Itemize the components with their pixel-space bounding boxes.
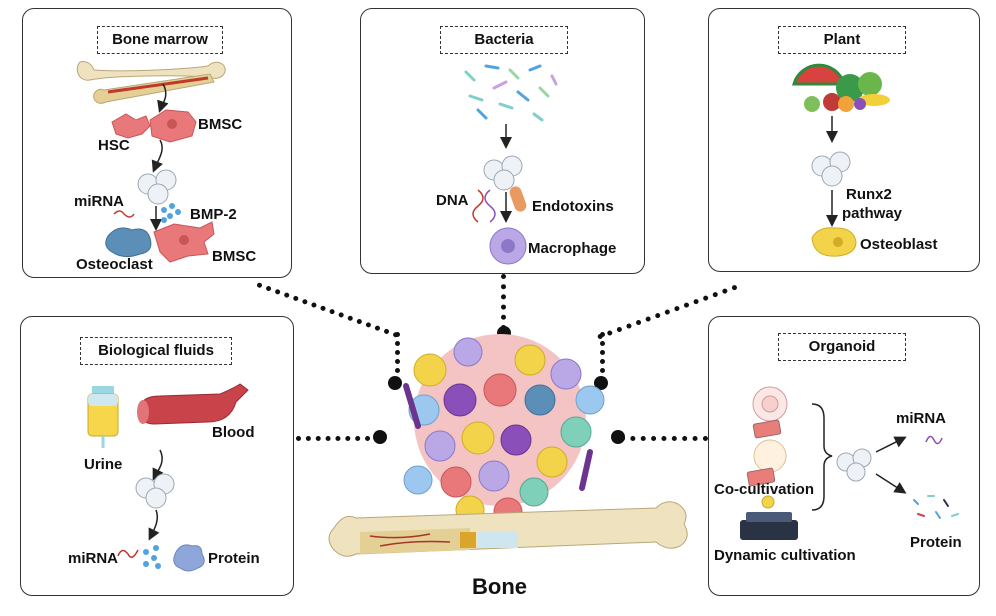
- cell-cluster: [403, 334, 605, 527]
- macrophage-icon: [489, 227, 527, 265]
- label-hsc: HSC: [98, 137, 130, 154]
- label-co-cultivation: Co-cultivation: [714, 481, 814, 498]
- bone-icon: [76, 61, 226, 104]
- shaker-icon: [740, 495, 798, 540]
- vesicle-icon: [143, 545, 161, 569]
- vesicle-icon: [135, 473, 175, 509]
- label-mirna-fluids: miRNA: [68, 550, 119, 567]
- label-protein-fluids: Protein: [208, 550, 260, 567]
- connector-organoid: [620, 436, 708, 441]
- connector-dot-left-top: [388, 376, 402, 390]
- label-endotoxins: Endotoxins: [532, 198, 614, 215]
- label-dynamic-cultivation: Dynamic cultivation: [714, 547, 856, 564]
- label-runx2: Runx2: [846, 186, 892, 203]
- flask-icon: [746, 419, 782, 487]
- title-biological-fluids: Biological fluids: [80, 337, 232, 365]
- cell-icon: [111, 109, 197, 143]
- label-osteoblast: Osteoblast: [860, 236, 938, 253]
- label-bmp2: BMP-2: [190, 206, 237, 223]
- label-bmsc-bottom: BMSC: [212, 248, 257, 265]
- bone-icon: [328, 501, 688, 557]
- label-mirna-organoid: miRNA: [896, 410, 947, 427]
- title-bacteria: Bacteria: [440, 26, 568, 54]
- label-mirna: miRNA: [74, 193, 125, 210]
- bmp2-icon: [161, 203, 181, 223]
- blood-vessel-icon: [137, 383, 249, 425]
- label-osteoclast: Osteoclast: [76, 256, 153, 273]
- protein-icon: [913, 495, 959, 519]
- title-bone-marrow: Bone marrow: [97, 26, 223, 54]
- vesicle-icon: [483, 155, 523, 191]
- endotoxin-icon: [509, 186, 527, 212]
- vesicle-icon: [137, 169, 177, 205]
- bacteria-icon: [464, 64, 558, 122]
- label-macrophage: Macrophage: [528, 240, 617, 257]
- dna-icon: [472, 189, 496, 223]
- organoid-icon: [752, 386, 788, 473]
- label-bmsc-top: BMSC: [198, 116, 243, 133]
- label-dna: DNA: [436, 192, 469, 209]
- osteoblast-icon: [811, 227, 857, 257]
- connector-dot-right-top: [594, 376, 608, 390]
- connector-plant-vertical: [600, 332, 605, 382]
- bone-label: Bone: [472, 574, 527, 599]
- label-protein-organoid: Protein: [910, 534, 962, 551]
- connector-bacteria: [501, 274, 506, 330]
- connector-biological-fluids: [296, 436, 380, 441]
- vesicle-icon: [836, 448, 872, 482]
- title-plant: Plant: [778, 26, 906, 54]
- connector-bone-marrow-vertical: [395, 332, 400, 382]
- label-pathway: pathway: [842, 205, 903, 222]
- title-organoid: Organoid: [778, 333, 906, 361]
- panel-plant: [708, 8, 980, 272]
- protein-icon: [173, 544, 205, 572]
- fruit-icon: [792, 63, 890, 112]
- urine-bag-icon: [87, 386, 119, 448]
- label-urine: Urine: [84, 456, 123, 473]
- connector-dot-left: [373, 430, 387, 444]
- connector-dot-right: [611, 430, 625, 444]
- vesicle-icon: [811, 151, 851, 187]
- label-blood: Blood: [212, 424, 255, 441]
